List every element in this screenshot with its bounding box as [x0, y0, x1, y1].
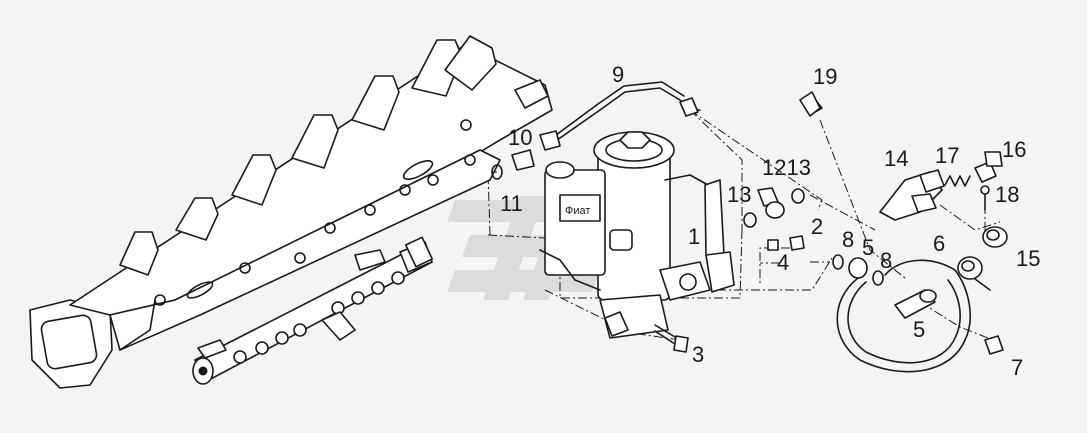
callout-5-upper: 5	[862, 235, 875, 260]
fuel-rail	[192, 236, 434, 385]
callout-8-lower: 8	[880, 248, 893, 273]
fittings	[743, 151, 1008, 373]
callout-9: 9	[612, 62, 625, 87]
callout-1: 1	[688, 224, 701, 249]
callout-11: 11	[500, 191, 523, 216]
svg-text:Фиат: Фиат	[565, 205, 590, 217]
callout-4: 4	[777, 250, 790, 275]
callout-3: 3	[692, 342, 705, 367]
callout-15: 15	[1016, 246, 1041, 271]
filter-pump-assembly: Фиат	[539, 131, 735, 353]
callout-17: 17	[935, 143, 960, 168]
manifold	[29, 35, 553, 389]
callout-7: 7	[1011, 355, 1024, 380]
callout-16: 16	[1002, 137, 1027, 162]
callout-14: 14	[884, 146, 909, 171]
callout-19: 19	[813, 64, 838, 89]
callout-18: 18	[995, 182, 1020, 207]
callout-8-upper: 8	[842, 227, 855, 252]
fuel-lines	[491, 81, 823, 180]
callout-5-lower: 5	[913, 317, 926, 342]
callout-6: 6	[933, 231, 946, 256]
callout-1213: 1213	[762, 155, 811, 180]
callout-10: 10	[508, 125, 533, 150]
callout-2: 2	[811, 214, 824, 239]
callout-13: 13	[727, 182, 752, 207]
